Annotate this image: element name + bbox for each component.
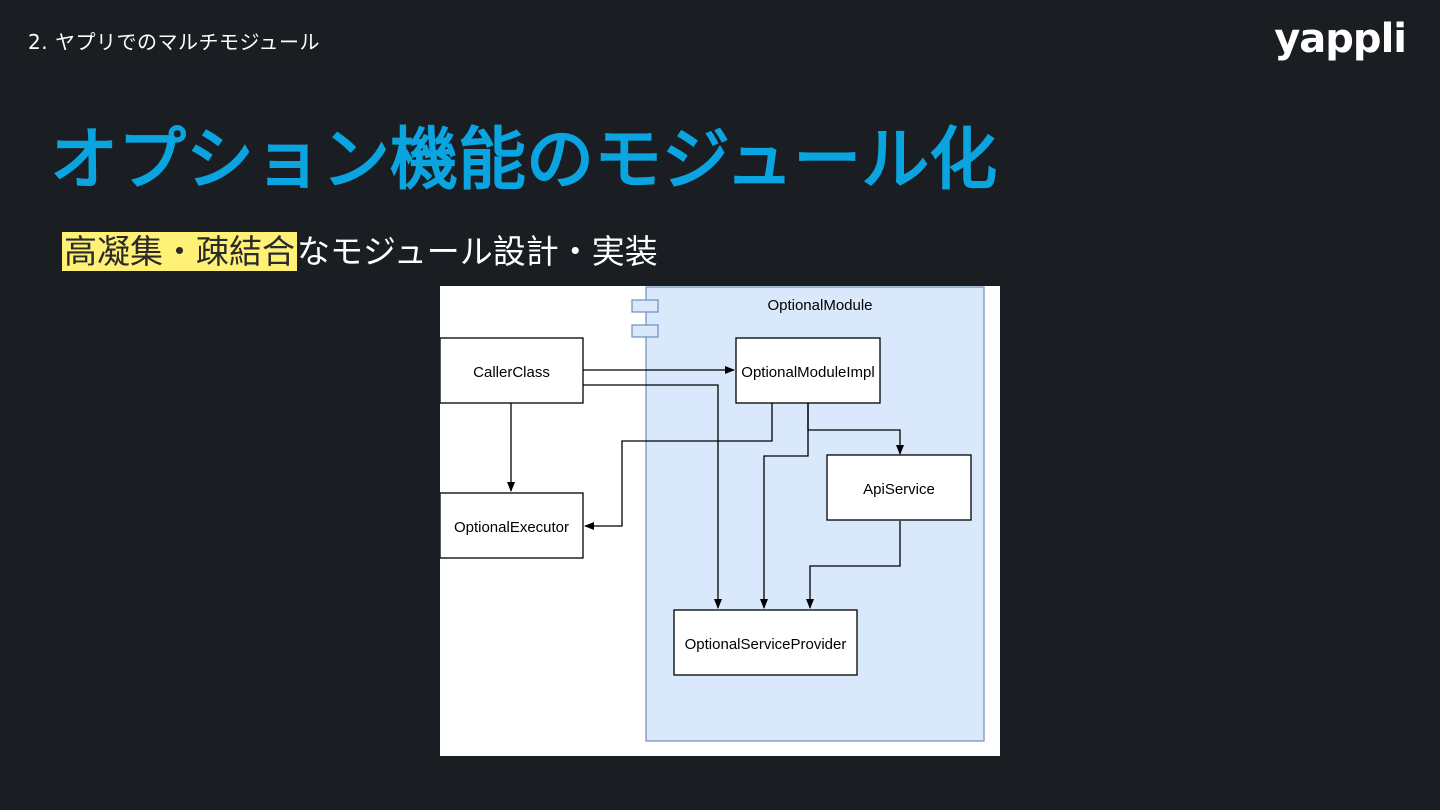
- slide-title: オプション機能のモジュール化: [50, 121, 998, 200]
- edge-impl-executor: [584, 403, 773, 530]
- edge-api-provider: [806, 521, 901, 609]
- node-optional-service-provider: OptionalServiceProvider: [673, 609, 858, 676]
- subtitle-highlight: 高凝集・疎結合: [62, 232, 297, 271]
- node-label: OptionalExecutor: [454, 519, 569, 536]
- node-label: CallerClass: [473, 364, 550, 381]
- node-optional-module-impl: OptionalModuleImpl: [735, 337, 881, 404]
- yappli-logo: yappli: [1274, 16, 1407, 62]
- module-label: OptionalModule: [767, 297, 872, 314]
- edge-caller-provider: [583, 384, 722, 609]
- module-port-icon: [631, 299, 659, 313]
- edge-impl-api: [807, 403, 904, 455]
- module-diagram: OptionalModule CallerClass OptionalModul…: [440, 286, 1000, 756]
- module-port-icon: [631, 324, 659, 338]
- subtitle-rest: なモジュール設計・実装: [297, 232, 658, 271]
- node-optional-executor: OptionalExecutor: [440, 492, 584, 559]
- section-label: 2. ヤプリでのマルチモジュール: [28, 30, 321, 54]
- node-label: ApiService: [863, 481, 935, 498]
- node-api-service: ApiService: [826, 454, 972, 521]
- node-label: OptionalModuleImpl: [741, 364, 874, 381]
- slide-subtitle: 高凝集・疎結合なモジュール設計・実装: [62, 225, 658, 273]
- node-caller-class: CallerClass: [440, 337, 584, 404]
- node-label: OptionalServiceProvider: [685, 636, 847, 653]
